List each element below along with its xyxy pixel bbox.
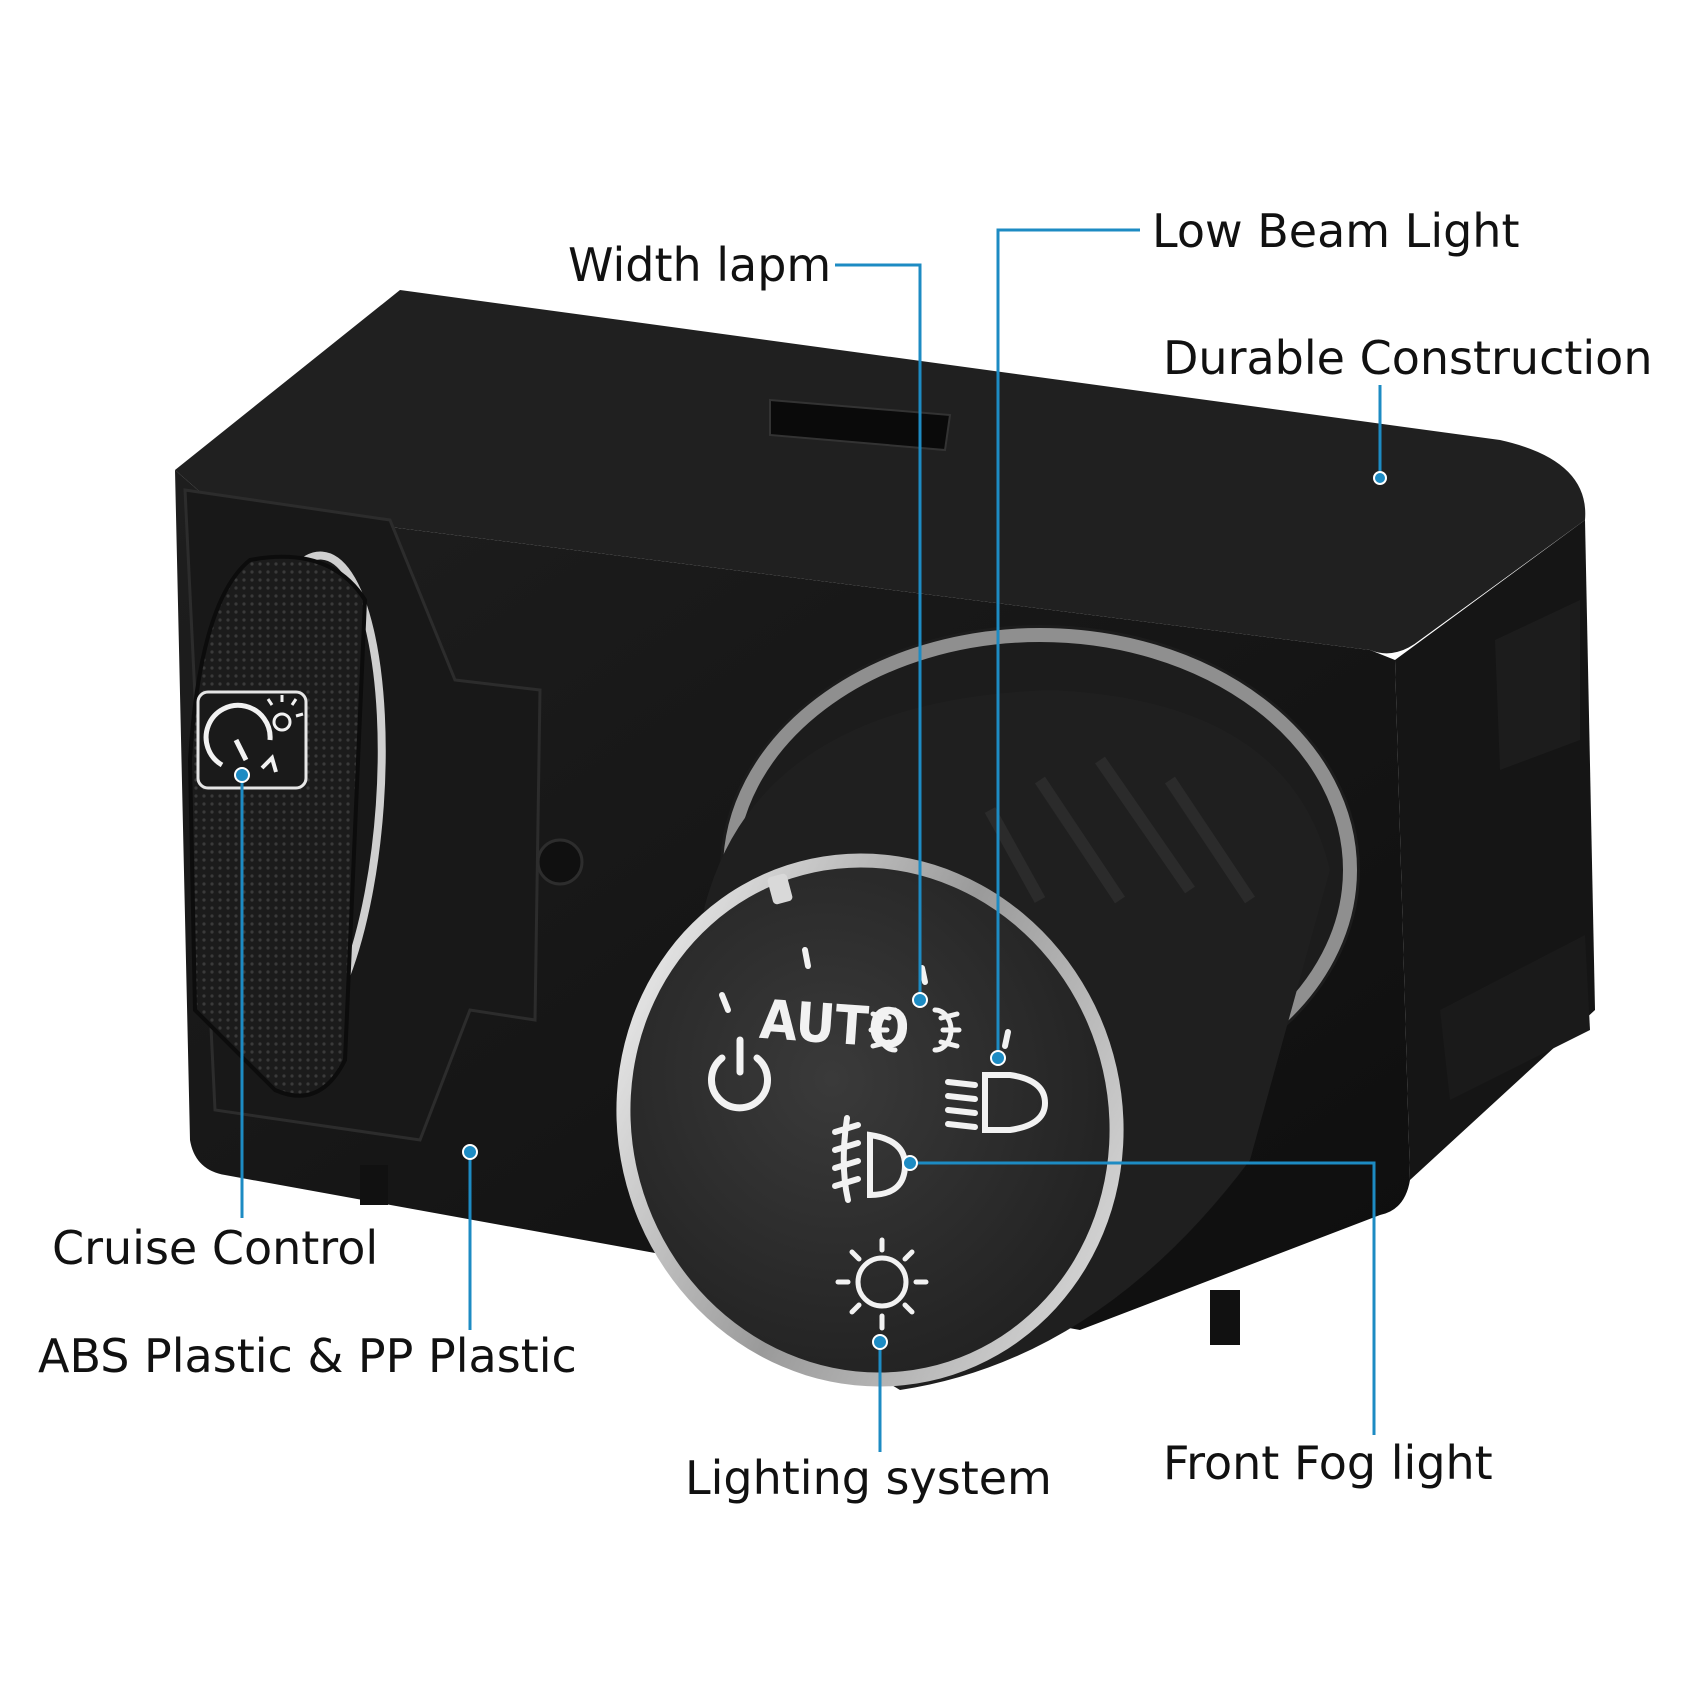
dome-light-icon	[835, 1237, 929, 1331]
housing-top-face	[175, 290, 1586, 654]
dial-position-ticks	[719, 947, 1011, 1049]
side-clip-upper	[1495, 600, 1580, 770]
leader-width-lamp	[835, 263, 922, 1000]
fog-light-icon	[832, 1115, 909, 1203]
low-beam-icon	[945, 1072, 1049, 1133]
dimmer-gauge-icon	[196, 690, 308, 790]
thumbwheel-body	[187, 554, 368, 1098]
label-low-beam: Low Beam Light	[1152, 204, 1520, 258]
power-icon	[708, 1036, 771, 1112]
callout-dots	[234, 471, 1387, 1350]
dot-width-lamp	[912, 992, 928, 1008]
dot-abs	[462, 1144, 478, 1160]
label-abs-pp-plastic: ABS Plastic & PP Plastic	[38, 1329, 577, 1383]
label-width-lamp: Width lapm	[568, 238, 832, 292]
headlamp-rotary-dial[interactable]: AUTO	[548, 625, 1360, 1453]
parking-lamp-icon	[868, 1007, 962, 1053]
bottom-tab-right	[1210, 1290, 1240, 1345]
top-slot	[769, 398, 952, 452]
bottom-tab-left	[360, 1165, 388, 1205]
dot-fog	[902, 1155, 918, 1171]
leader-fog	[910, 1161, 1376, 1435]
label-lighting-system: Lighting system	[685, 1451, 1052, 1505]
side-clip-lower	[1440, 935, 1590, 1100]
dot-durable	[1373, 471, 1387, 485]
dial-face	[630, 867, 1110, 1373]
dot-cruise	[234, 767, 250, 783]
dial-barrel-ribs	[984, 756, 1255, 904]
label-cruise-control: Cruise Control	[52, 1221, 379, 1275]
dimmer-thumbwheel[interactable]	[187, 550, 397, 1098]
dial-pointer	[767, 873, 793, 905]
mount-screw	[536, 838, 584, 886]
leader-low-beam	[996, 228, 1140, 1058]
label-front-fog-light: Front Fog light	[1163, 1436, 1493, 1490]
callout-leaders	[240, 228, 1382, 1452]
dot-lighting	[872, 1334, 888, 1350]
label-durable-construction: Durable Construction	[1163, 331, 1653, 385]
dot-low-beam	[990, 1050, 1006, 1066]
